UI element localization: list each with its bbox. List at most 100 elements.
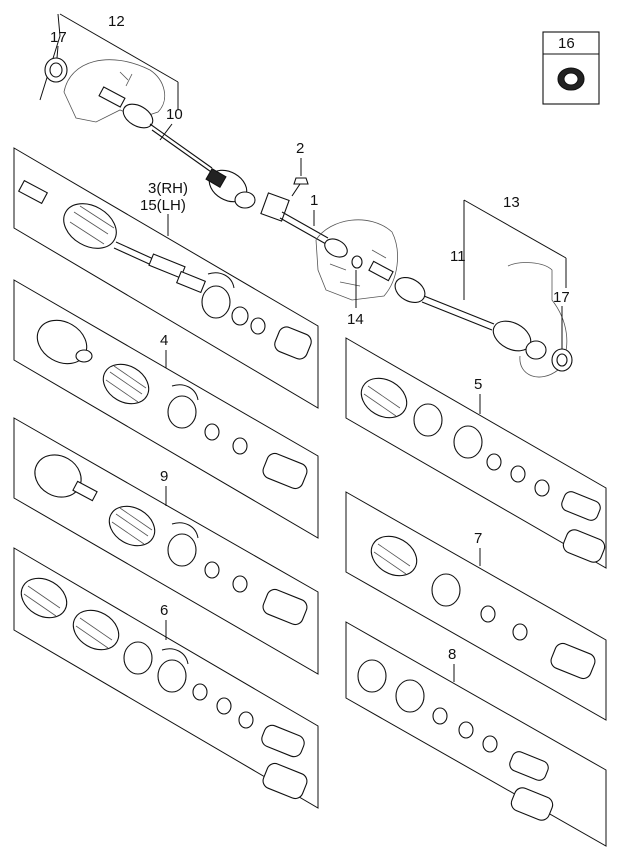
boot-band-5a[interactable] [413, 403, 443, 437]
oil-seal-16-inner [563, 72, 579, 86]
boot-clamp-10 [205, 168, 227, 188]
center-shaft-joint[interactable] [322, 235, 351, 260]
boot-band-6b[interactable] [157, 659, 187, 693]
callout-1[interactable]: 1 [310, 192, 318, 209]
boot-6b[interactable] [66, 602, 126, 657]
clamp-5c[interactable] [534, 479, 550, 497]
outer-joint-end-10[interactable] [234, 191, 256, 209]
clamp-7a[interactable] [480, 605, 496, 623]
outer-joint-end-11[interactable] [525, 340, 547, 360]
bearing-cap-7[interactable] [549, 641, 598, 681]
bearing-bracket[interactable] [260, 192, 290, 222]
callout-14[interactable]: 14 [347, 311, 364, 328]
callout-17-left[interactable]: 17 [50, 29, 67, 46]
center-shaft-1-edge [279, 217, 327, 245]
boot-band-8b[interactable] [395, 679, 425, 713]
boot-6a[interactable] [14, 570, 74, 625]
clamp-8b[interactable] [458, 721, 474, 739]
inner-joint-10[interactable] [119, 99, 157, 132]
callout-4[interactable]: 4 [160, 332, 168, 349]
clamp-8a[interactable] [432, 707, 448, 725]
bearing-cap-3[interactable] [272, 325, 313, 362]
group-7-joint-kit: 7 [345, 491, 607, 721]
boot-9[interactable] [102, 498, 162, 553]
boot-band-7[interactable] [431, 573, 461, 607]
callout-16[interactable]: 16 [558, 35, 575, 52]
shaft-bar-10-edge [151, 129, 215, 175]
boot-band-4[interactable] [167, 395, 197, 429]
bearing-cap-8a[interactable] [508, 750, 551, 783]
bearing-cap-8b[interactable] [509, 785, 555, 822]
callout-9[interactable]: 9 [160, 468, 168, 485]
knuckle-outline [507, 262, 568, 378]
callout-6[interactable]: 6 [160, 602, 168, 619]
clamp-5b[interactable] [510, 465, 526, 483]
joint-stub-4 [75, 349, 93, 363]
bearing-cap-9[interactable] [261, 587, 310, 627]
boot-band-9[interactable] [167, 533, 197, 567]
spline-end-10[interactable] [98, 86, 126, 108]
clamp-3b[interactable] [250, 317, 266, 335]
engine-outline [315, 219, 398, 301]
clamp-6c[interactable] [238, 711, 254, 729]
engine-detail [329, 249, 387, 287]
boot-band-3[interactable] [201, 285, 231, 319]
boot-ribs-6b [75, 617, 113, 649]
bearing-cap-4[interactable] [261, 451, 310, 491]
boot-4[interactable] [96, 356, 156, 411]
boot-ribs-6a [23, 585, 61, 617]
callout-3-rh[interactable]: 3(RH) [148, 180, 188, 197]
bearing-cap-6a[interactable] [259, 723, 306, 759]
boot-band-tail-3 [207, 272, 235, 289]
callout-10[interactable]: 10 [166, 106, 183, 123]
boot-band-8a[interactable] [357, 659, 387, 693]
outer-joint-3[interactable] [56, 195, 124, 258]
callout-2[interactable]: 2 [296, 140, 304, 157]
bearing-cap-6b[interactable] [261, 761, 310, 801]
boot-ribs-3 [69, 205, 115, 245]
panel-7 [345, 491, 607, 721]
boot-band-5b[interactable] [453, 425, 483, 459]
boot-5[interactable] [354, 370, 414, 425]
boot-7[interactable] [364, 528, 424, 583]
clamp-9b[interactable] [232, 575, 248, 593]
boot-ribs-5 [363, 385, 401, 417]
leader-line [56, 45, 59, 59]
group-3-15-shaft-assembly: 3(RH) 15(LH) [13, 147, 319, 409]
boot-band-6a[interactable] [123, 641, 153, 675]
callout-5[interactable]: 5 [474, 376, 482, 393]
clamp-6b[interactable] [216, 697, 232, 715]
clamp-3a[interactable] [231, 306, 249, 326]
clamp-5a[interactable] [486, 453, 502, 471]
clamp-9a[interactable] [204, 561, 220, 579]
callout-17-right[interactable]: 17 [553, 289, 570, 306]
spline-end-11[interactable] [368, 260, 394, 282]
spline-end-3[interactable] [17, 179, 49, 205]
bolt-2-head[interactable] [293, 177, 309, 185]
clamp-7b[interactable] [512, 623, 528, 641]
callout-8[interactable]: 8 [448, 646, 456, 663]
center-shaft-1[interactable] [281, 211, 329, 239]
callout-11[interactable]: 11 [450, 248, 466, 265]
callout-12[interactable]: 12 [108, 13, 125, 30]
clamp-4a[interactable] [204, 423, 220, 441]
shaft-spline-3b [175, 270, 207, 294]
inner-joint-11[interactable] [391, 272, 430, 307]
snap-ring-14[interactable] [351, 255, 363, 269]
shaft-bar-10[interactable] [149, 123, 213, 169]
boot-band-tail-6 [161, 648, 189, 665]
clamp-6a[interactable] [192, 683, 208, 701]
bearing-cap-5a[interactable] [560, 490, 603, 523]
boot-ribs-7 [373, 543, 411, 575]
group-9-joint-kit: 9 [13, 417, 319, 675]
bolt-2-shank [291, 183, 301, 197]
center-shaft-assembly: 2 1 14 [260, 140, 398, 328]
callout-13[interactable]: 13 [503, 194, 520, 211]
callout-15-lh[interactable]: 15(LH) [140, 197, 186, 214]
clamp-8c[interactable] [482, 735, 498, 753]
clamp-4b[interactable] [232, 437, 248, 455]
panel-5 [345, 337, 607, 569]
callout-7[interactable]: 7 [474, 530, 482, 547]
shaft-bar-11[interactable] [423, 295, 495, 325]
bearing-cap-5b[interactable] [561, 527, 607, 564]
